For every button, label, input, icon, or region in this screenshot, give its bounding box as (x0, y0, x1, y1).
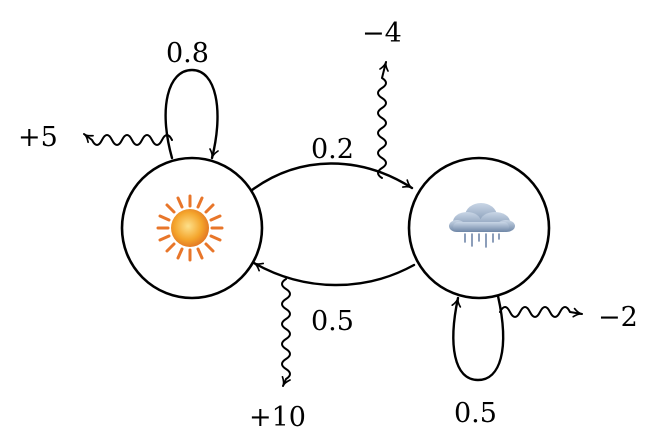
self-loop-sunny (164, 68, 219, 160)
reward-label-rainy-stay: −2 (598, 302, 638, 333)
prob-label-sunny-to-rainy: 0.2 (311, 134, 354, 165)
reward-label-sunny-to-rainy: −4 (362, 18, 402, 49)
edge-rainy-to-sunny (252, 261, 416, 287)
prob-label-rainy-stay: 0.5 (454, 398, 497, 429)
edge-sunny-to-rainy (250, 162, 414, 192)
self-loop-rainy (451, 294, 505, 382)
reward-label-rainy-to-sunny: +10 (249, 402, 306, 433)
prob-label-rainy-to-sunny: 0.5 (311, 306, 354, 337)
state-sunny (120, 156, 264, 300)
sun-icon (156, 194, 224, 262)
reward-label-sunny-stay: +5 (18, 122, 58, 153)
rain-cloud-icon (449, 203, 515, 248)
state-rainy (407, 156, 551, 300)
reward-arrow-rainy-to-sunny (281, 278, 291, 387)
reward-arrow-rainy-stay (499, 306, 583, 318)
reward-arrow-sunny-to-rainy (377, 61, 389, 179)
prob-label-sunny-stay: 0.8 (166, 38, 209, 69)
reward-arrow-sunny-stay (83, 133, 173, 146)
